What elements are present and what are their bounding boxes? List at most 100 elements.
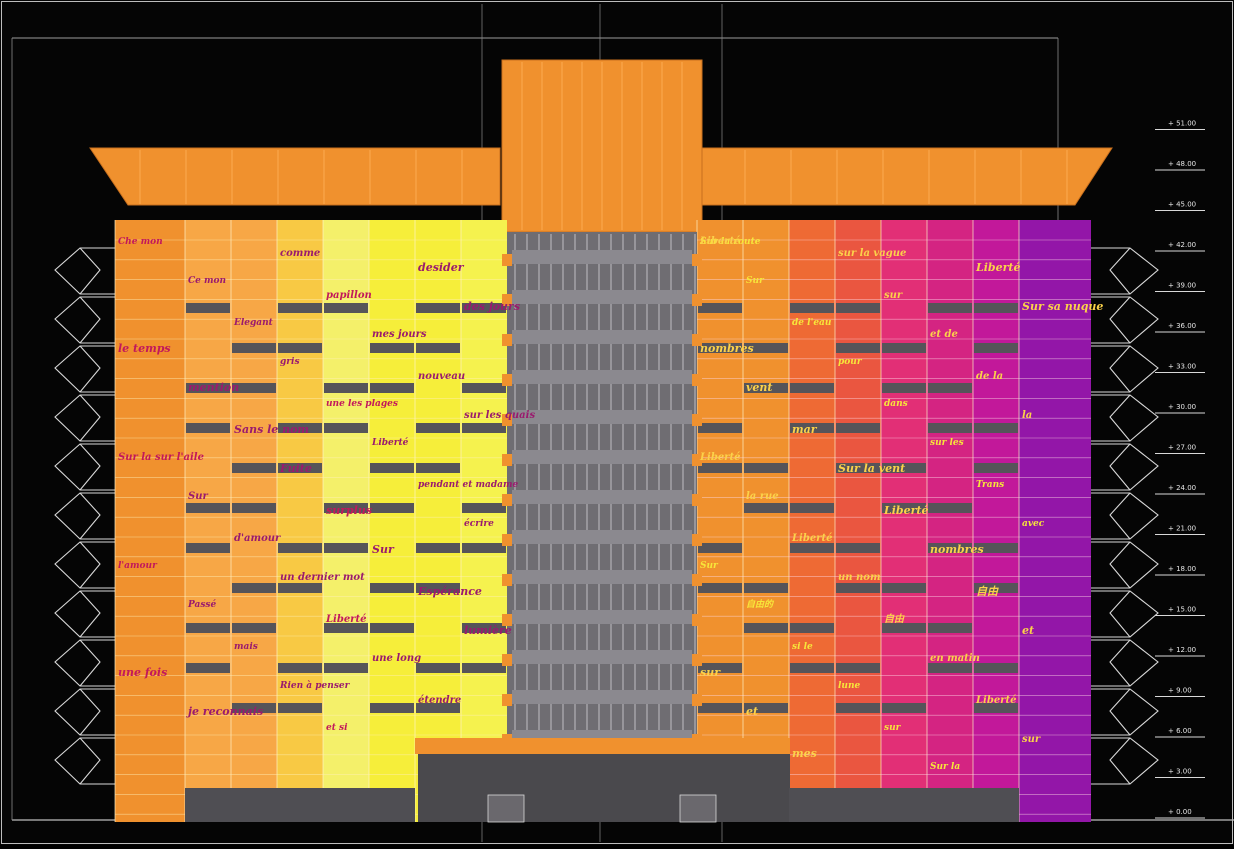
spandrel-band [232, 503, 276, 513]
core-floor-band [512, 490, 692, 504]
spandrel-band [370, 463, 414, 473]
facade-text: sur la vague [838, 248, 906, 259]
spandrel-band [790, 503, 834, 513]
spandrel-band [416, 663, 460, 673]
spandrel-band [744, 623, 788, 633]
left-sawtooth-fins [54, 247, 115, 785]
spandrel-band [462, 423, 506, 433]
facade-text: dans [884, 399, 908, 409]
facade-text: Ce mon [188, 276, 226, 286]
facade-text: sur [884, 723, 902, 733]
right-fin [1090, 590, 1159, 638]
facade-column [277, 220, 323, 822]
core-notch [692, 294, 702, 306]
spandrel-band [186, 663, 230, 673]
facade-text: nouveau [418, 371, 465, 382]
right-fin [1090, 541, 1159, 589]
core-notch [502, 374, 512, 386]
spandrel-band [278, 423, 322, 433]
facade-text: et si [326, 723, 348, 733]
core-notch [502, 534, 512, 546]
spandrel-band [698, 423, 742, 433]
spandrel-band [324, 423, 368, 433]
facade-column [185, 220, 231, 822]
facade-text: 自由 [976, 585, 999, 598]
right-fin [1090, 492, 1159, 540]
spandrel-band [928, 303, 972, 313]
spandrel-band [186, 303, 230, 313]
facade-text: en matin [930, 653, 980, 664]
spandrel-band [790, 303, 834, 313]
spandrel-band [790, 383, 834, 393]
facade-text: vent [746, 381, 772, 394]
spandrel-band [278, 343, 322, 353]
spandrel-band [928, 623, 972, 633]
spandrel-band [974, 543, 1018, 553]
facade-column [369, 220, 415, 822]
spandrel-band [790, 623, 834, 633]
right-fin [1090, 443, 1159, 491]
spandrel-band [836, 463, 880, 473]
core-notch [502, 254, 512, 266]
spandrel-band [928, 503, 972, 513]
podium-right-dark [789, 788, 1019, 822]
spandrel-band [370, 703, 414, 713]
level-marker-label: + 51.00 [1168, 120, 1196, 128]
spandrel-band [278, 703, 322, 713]
facade-text: papillon [326, 290, 372, 301]
level-marker-label: + 48.00 [1168, 160, 1196, 168]
spandrel-band [836, 583, 880, 593]
entrance-podium [418, 754, 790, 822]
facade-text: mar [792, 423, 818, 436]
podium-left-dark [185, 788, 415, 822]
facade-text: Liberté [975, 695, 1016, 706]
spandrel-band [278, 303, 322, 313]
spandrel-band [836, 343, 880, 353]
facade-text: si le [792, 642, 813, 652]
spandrel-band [698, 663, 742, 673]
facade-text: Sur [188, 491, 208, 502]
facade-text: de la [976, 371, 1003, 382]
facade-column [835, 220, 881, 822]
left-fin [54, 443, 115, 491]
spandrel-band [278, 543, 322, 553]
facade-text: Liberté [699, 452, 740, 463]
core-floor-band [512, 290, 692, 304]
core-notch [692, 334, 702, 346]
spandrel-band [882, 623, 926, 633]
spandrel-band [836, 423, 880, 433]
facade-text: nombres [700, 342, 754, 355]
facade-text: Sur sa nuque [1022, 300, 1103, 313]
facade-text: et de [930, 329, 958, 340]
spandrel-band [882, 343, 926, 353]
spandrel-band [928, 383, 972, 393]
spandrel-band [370, 583, 414, 593]
core-notch [692, 414, 702, 426]
facade-text: Sur la [930, 762, 960, 772]
roof-canopy-right [701, 147, 1113, 206]
core-notch [502, 334, 512, 346]
facade-text: mention [188, 381, 239, 394]
facade-column [231, 220, 277, 822]
facade-column [927, 220, 973, 822]
facade-text: lumière [464, 624, 512, 637]
facade-text: desider [418, 261, 465, 274]
core-notch [692, 614, 702, 626]
spandrel-band [462, 663, 506, 673]
left-fin [54, 688, 115, 736]
left-fin [54, 345, 115, 393]
facade-column [1019, 220, 1091, 822]
spandrel-band [698, 463, 742, 473]
spandrel-band [928, 543, 972, 553]
right-sawtooth-fins [1090, 247, 1159, 785]
spandrel-band [370, 383, 414, 393]
core-floor-band [512, 690, 692, 704]
spandrel-band [698, 583, 742, 593]
facade-text: sur [700, 666, 721, 679]
core-notch [692, 254, 702, 266]
left-fin [54, 296, 115, 344]
facade-text: Liberté [883, 504, 928, 517]
spandrel-band [232, 583, 276, 593]
right-fin [1090, 737, 1159, 785]
